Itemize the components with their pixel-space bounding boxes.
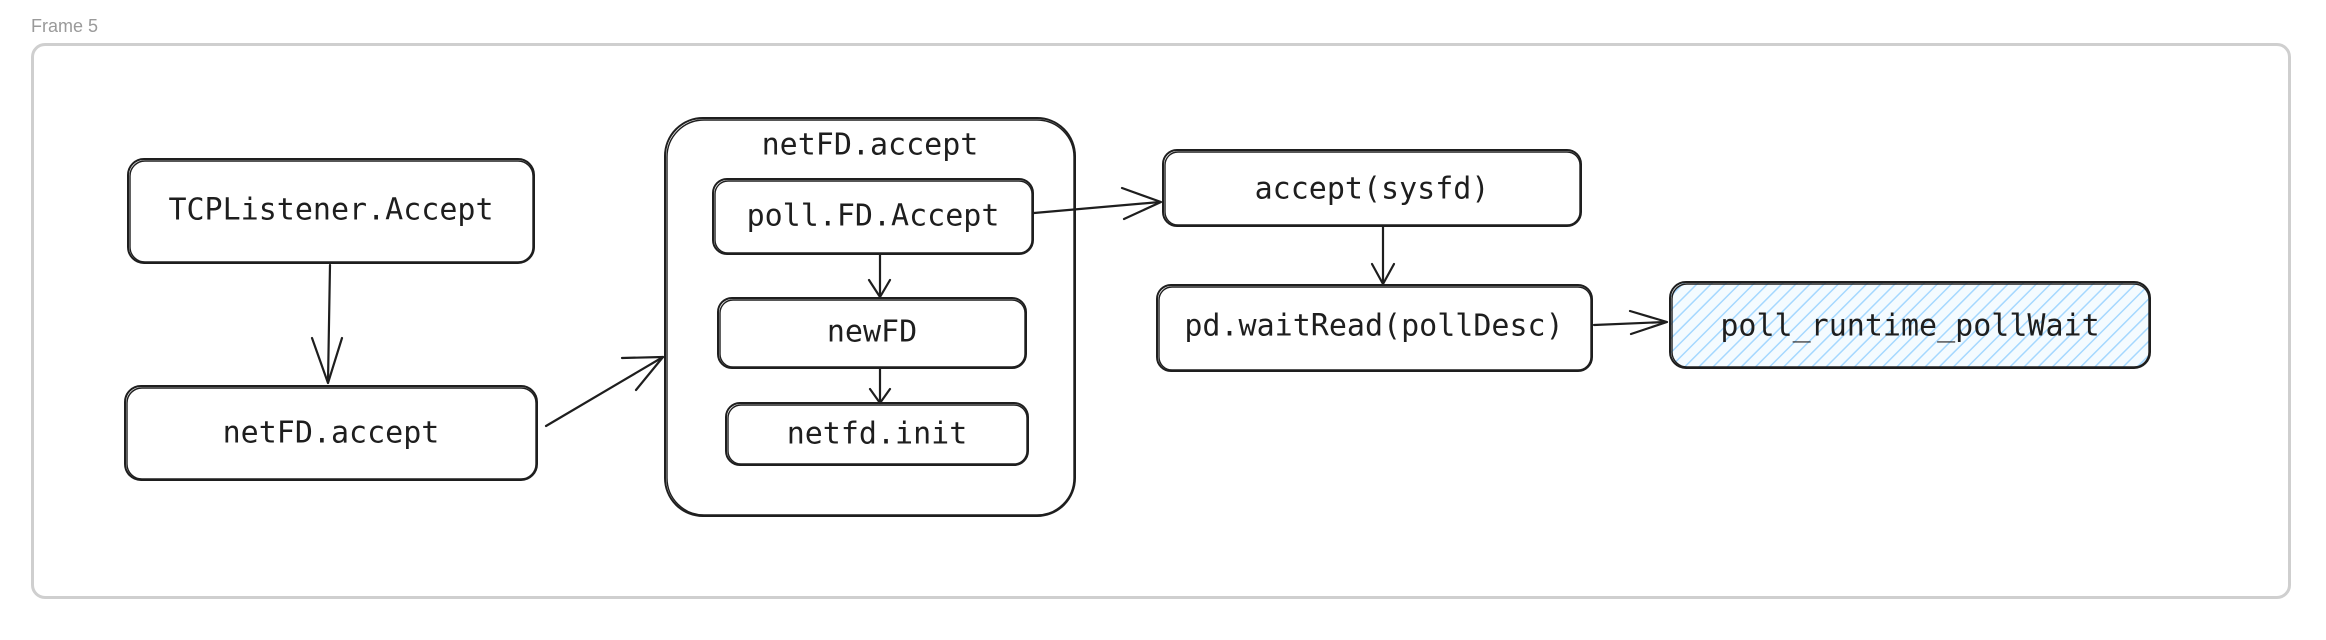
poll-runtime-pollwait-label: poll_runtime_pollWait [1720,309,2099,344]
edge-pdwaitread-to-pollwait [1592,309,1669,336]
edge-pollfd-to-newfd [867,253,892,299]
pd-waitread-label: pd.waitRead(pollDesc) [1184,309,1563,344]
node-pd-waitread[interactable]: pd.waitRead(pollDesc) [1156,284,1593,372]
accept-sysfd-label: accept(sysfd) [1255,172,1490,207]
node-tcp-listener-accept[interactable]: TCPListener.Accept [127,158,535,264]
edge-acceptsysfd-to-pdwaitread [1370,225,1396,286]
edge-netfd-to-group [544,355,665,428]
node-poll-fd-accept[interactable]: poll.FD.Accept [712,178,1034,255]
netfd-accept-label: netFD.accept [223,416,440,451]
node-poll-runtime-pollwait[interactable]: poll_runtime_pollWait [1669,281,2151,369]
edge-pollfd-to-acceptsysfd [1032,186,1163,221]
node-newfd[interactable]: newFD [717,297,1027,369]
newfd-label: newFD [827,315,917,350]
frame-label: Frame 5 [31,16,99,36]
netfd-accept-group-title: netFD.accept [762,128,979,163]
edge-newfd-to-netfdinit [868,367,892,405]
node-accept-sysfd[interactable]: accept(sysfd) [1162,149,1582,227]
poll-fd-accept-label: poll.FD.Accept [747,199,1000,234]
node-netfd-init[interactable]: netfd.init [725,402,1029,466]
node-netfd-accept[interactable]: netFD.accept [124,385,538,481]
frame-container [31,43,2291,599]
tcp-listener-accept-label: TCPListener.Accept [168,193,493,228]
netfd-init-label: netfd.init [787,417,968,452]
edge-tcp-to-netfd [310,263,344,385]
